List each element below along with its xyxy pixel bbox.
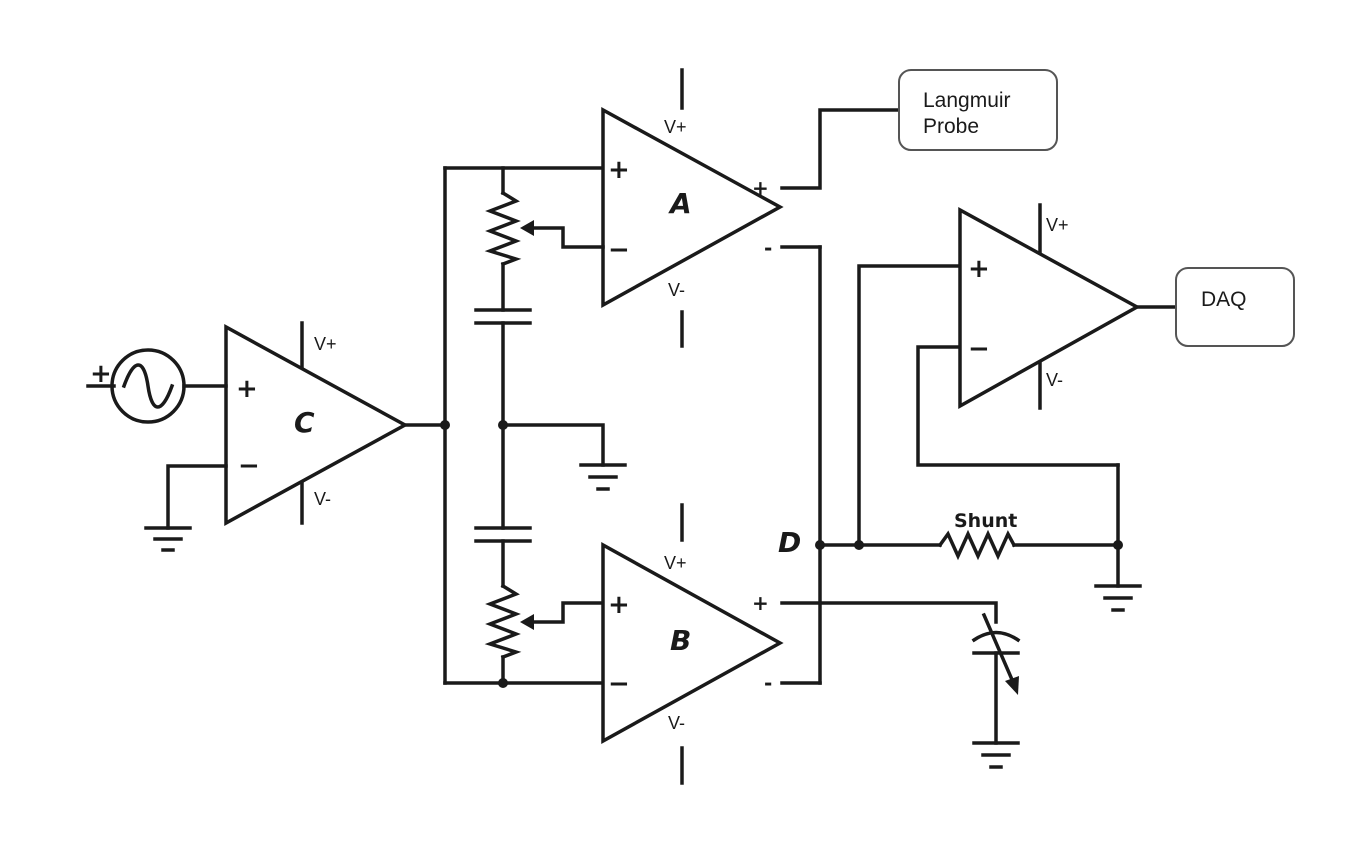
potentiometer-upper <box>484 166 605 312</box>
wire-b-plus-out <box>780 601 998 624</box>
opamp-a-body <box>601 107 784 308</box>
capacitor-upper <box>474 308 532 530</box>
opamp-a-vplus: V+ <box>664 117 687 137</box>
langmuir-probe-label-line1: Langmuir <box>923 89 1011 112</box>
opamp-c-vminus: V- <box>314 489 331 509</box>
langmuir-probe-label-line2: Probe <box>923 115 979 138</box>
node-d-label: D <box>778 526 801 559</box>
variable-capacitor-icon <box>971 612 1021 745</box>
langmuir-probe-box: Langmuir Probe <box>898 69 1058 151</box>
opamp-daq: V+ V- + − <box>958 203 1141 410</box>
opamp-daq-body <box>958 207 1141 409</box>
opamp-b-minus-input: − <box>608 669 630 699</box>
junction-dot <box>498 678 508 688</box>
shunt-resistor: Shunt <box>937 510 1120 561</box>
potentiometer-lower <box>484 583 605 685</box>
ac-source-plus: + <box>90 359 112 389</box>
opamp-a: V+ V- + − A + - <box>601 68 784 348</box>
wire-c-minus-ground <box>166 464 228 530</box>
wire-to-daq-amp-minus <box>916 345 1120 467</box>
opamp-daq-vplus: V+ <box>1046 215 1069 235</box>
opamp-a-plus-output: + <box>752 176 769 200</box>
daq-box: DAQ <box>1175 267 1295 347</box>
wiper-arrow-icon <box>520 614 534 630</box>
wire-a-to-probe <box>780 108 900 190</box>
ground-icon <box>1094 584 1142 612</box>
opamp-b-body <box>601 542 784 744</box>
opamp-b-label: B <box>670 624 691 657</box>
opamp-b: V+ V- + − B + - <box>601 503 784 785</box>
opamp-b-plus-output: + <box>752 591 769 615</box>
sine-wave-icon <box>121 363 175 409</box>
opamp-a-plus-input: + <box>608 155 630 185</box>
wire-to-daq-amp-plus <box>857 264 962 547</box>
opamp-daq-minus-input: − <box>968 334 990 364</box>
ac-source: + <box>86 348 228 424</box>
ground-icon <box>144 526 192 552</box>
daq-label: DAQ <box>1201 288 1247 311</box>
capacitor-lower <box>474 526 532 588</box>
wiper-arrow-icon <box>520 220 534 236</box>
opamp-a-minus-output: - <box>764 236 772 260</box>
opamp-c: V+ V- + − C <box>224 321 409 526</box>
opamp-c-body <box>224 324 409 526</box>
opamp-b-vplus: V+ <box>664 553 687 573</box>
ground-icon <box>972 741 1020 769</box>
opamp-c-vplus: V+ <box>314 334 337 354</box>
ground-icon <box>579 463 627 491</box>
opamp-c-minus-input: − <box>238 451 260 481</box>
opamp-b-vminus: V- <box>668 713 685 733</box>
opamp-daq-plus-input: + <box>968 254 990 284</box>
opamp-b-minus-output: - <box>764 671 772 695</box>
opamp-a-vminus: V- <box>668 280 685 300</box>
shunt-label: Shunt <box>954 510 1017 532</box>
opamp-c-plus-input: + <box>236 374 258 404</box>
opamp-daq-vminus: V- <box>1046 370 1063 390</box>
opamp-c-label: C <box>294 406 315 439</box>
wire-mid-ground <box>501 423 605 467</box>
opamp-b-plus-input: + <box>608 590 630 620</box>
opamp-a-minus-input: − <box>608 235 630 265</box>
opamp-a-label: A <box>668 187 692 220</box>
